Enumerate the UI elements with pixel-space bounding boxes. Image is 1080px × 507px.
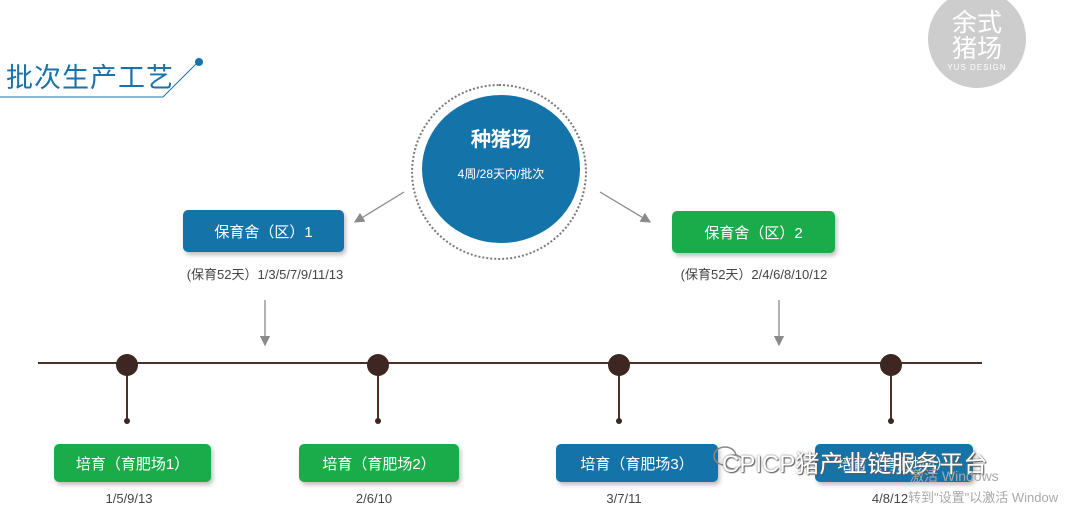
nursery-box-1: 保育舍（区）1 xyxy=(183,210,344,252)
arrow-hub-to-nursery-2 xyxy=(599,191,652,223)
logo-text-1: 余式 xyxy=(951,9,1002,37)
nursery-caption-2: (保育52天）2/4/6/8/10/12 xyxy=(680,267,828,282)
brand-logo: 余式 猪场 YUS DESIGN xyxy=(928,0,1026,88)
logo-text-3: YUS DESIGN xyxy=(947,63,1007,72)
timeline-node-4 xyxy=(880,354,902,424)
title-underline xyxy=(0,58,203,98)
finishing-box-4: 培育（育肥场4） xyxy=(815,444,973,482)
logo-text-2: 猪场 xyxy=(951,35,1002,63)
nursery-caption-1: (保育52天）1/3/5/7/9/11/13 xyxy=(186,267,344,282)
finishing-box-3: 培育（育肥场3） xyxy=(556,444,718,482)
finishing-caption-1: 1/5/9/13 xyxy=(105,491,153,506)
arrow-hub-to-nursery-1 xyxy=(353,191,405,223)
nursery-box-2: 保育舍（区）2 xyxy=(672,211,835,253)
hub-breeding-farm: 种猪场 4周/28天内/批次 xyxy=(422,95,580,243)
finishing-caption-4: 4/8/12 xyxy=(871,491,909,506)
windows-activation-hint: 转到"设置"以激活 Window xyxy=(908,490,1059,505)
timeline-node-2 xyxy=(367,354,389,424)
timeline-node-1 xyxy=(116,354,138,424)
hub-name: 种猪场 xyxy=(471,129,531,151)
timeline-node-3 xyxy=(608,354,630,424)
windows-activation-title: 激活 Windows xyxy=(910,468,999,484)
watermark-text: CPICP猪产业链服务平台 xyxy=(722,451,988,478)
hub-ring xyxy=(411,84,587,260)
hub-cycle: 4周/28天内/批次 xyxy=(457,167,545,181)
finishing-caption-3: 3/7/11 xyxy=(606,491,642,506)
wechat-icon xyxy=(713,446,744,470)
finishing-caption-2: 2/6/10 xyxy=(355,491,393,506)
page-title: 批次生产工艺 xyxy=(6,63,174,93)
finishing-box-2: 培育（育肥场2） xyxy=(299,444,459,482)
finishing-box-1: 培育（育肥场1） xyxy=(54,444,211,482)
